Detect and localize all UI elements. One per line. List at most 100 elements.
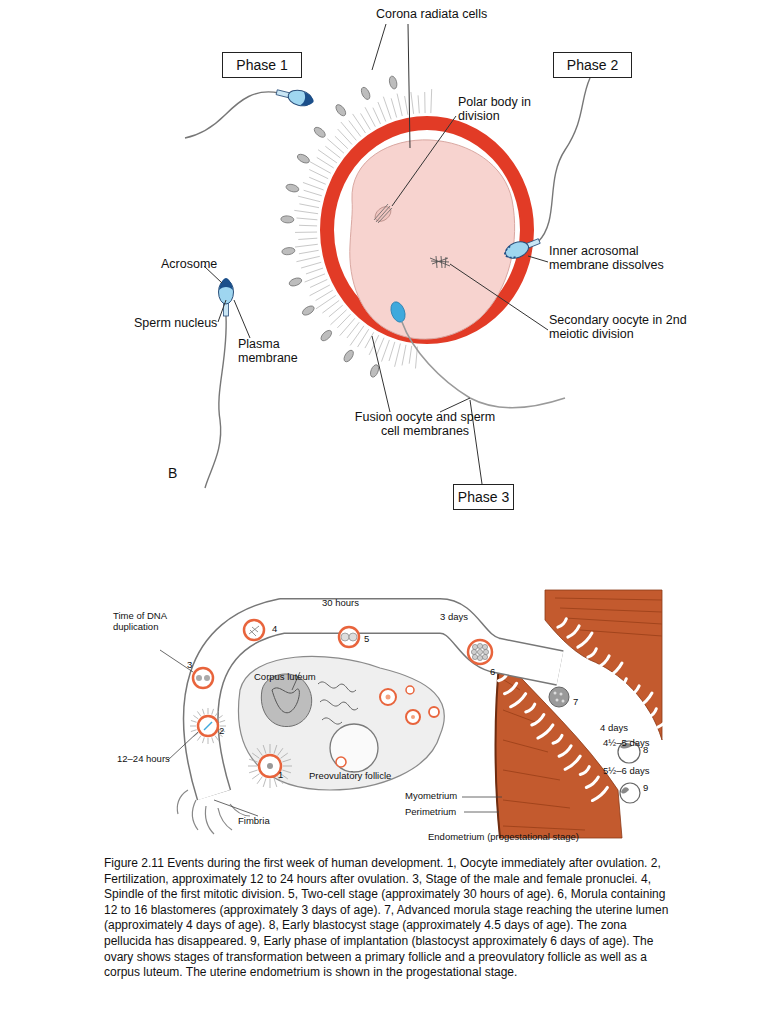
corona-cell (360, 86, 372, 101)
myometrium-texture (555, 598, 662, 636)
corona-hair (248, 766, 257, 767)
stage-3 (204, 675, 210, 681)
myometrium-texture (503, 826, 585, 830)
stage-5 (349, 633, 357, 641)
corona-hair (215, 736, 219, 741)
corona-cell (313, 125, 327, 139)
gland (558, 619, 566, 627)
part-label: Polar body in division (458, 95, 538, 124)
time-label: 4½–5 days (603, 738, 649, 749)
corona-cell (296, 152, 311, 164)
myometrium-texture (555, 598, 662, 600)
fimbria (177, 790, 250, 834)
blastomere (482, 644, 487, 649)
stage-2 (198, 716, 218, 736)
sperm-tail (538, 78, 590, 242)
part-label: Myometrium (405, 791, 457, 802)
follicle (380, 686, 439, 724)
corona-hair (397, 94, 402, 116)
sperm-in-oocyte (388, 300, 407, 324)
phase-box: Phase 2 (553, 52, 632, 78)
corona-hair (282, 770, 291, 773)
corona-hair (310, 279, 327, 287)
phase-label: Phase 3 (458, 489, 509, 505)
ovarian-vessels (318, 682, 358, 724)
part-label: Acrosome (161, 257, 217, 271)
corona-hair (299, 225, 317, 227)
stage-7 (549, 687, 569, 707)
phase-box: Phase 3 (453, 484, 514, 510)
corona-hair (402, 345, 406, 366)
phase-box: Phase 1 (222, 52, 302, 78)
corona-hair (278, 748, 283, 755)
polar-body (372, 204, 394, 225)
meiotic-spindle (430, 256, 450, 268)
myometrium-texture (565, 618, 662, 624)
callout-number: 1 (278, 770, 283, 781)
myometrium-texture (503, 680, 585, 830)
corona-hair (257, 748, 262, 755)
corona-hair (263, 745, 266, 754)
corona-hair (377, 338, 384, 355)
corona-hair (301, 262, 321, 268)
corona-cell (281, 215, 294, 223)
corona-hair (274, 745, 277, 754)
sperm-in-oocyte (402, 322, 565, 408)
gland (592, 787, 607, 800)
corona-hair (382, 340, 390, 362)
stage-5 (339, 627, 359, 647)
leader-lines (440, 398, 470, 412)
fimbria (192, 800, 198, 830)
blastomere (472, 644, 477, 649)
corona-hair (282, 759, 291, 762)
leader-lines (160, 650, 193, 672)
leader-lines (450, 264, 548, 330)
corona-hair (212, 709, 214, 715)
sperm-head (503, 239, 531, 262)
gland (505, 683, 517, 694)
follicle (380, 689, 396, 705)
blastomere (482, 654, 487, 659)
time-label: 30 hours (322, 598, 359, 609)
preovulatory-follicle (336, 757, 346, 767)
fimbria (177, 790, 188, 814)
corona-hair (202, 709, 204, 715)
leader-lines (464, 812, 499, 813)
corona-hair (218, 715, 223, 719)
corona-hair (249, 770, 258, 773)
corona-hair (341, 122, 356, 140)
leader-lines (462, 797, 502, 798)
corona-hair (274, 778, 277, 787)
corona-cell (319, 329, 333, 343)
gland (578, 633, 592, 647)
gland (586, 777, 598, 788)
gland (608, 663, 622, 677)
corona-hair (283, 766, 292, 767)
stage-5 (339, 627, 359, 647)
corona-hair (418, 95, 419, 113)
corona-hair (383, 97, 391, 120)
corona-hair (338, 129, 352, 144)
oviduct (201, 616, 560, 795)
corona-hair (353, 114, 366, 133)
polar-body (372, 204, 394, 225)
gland (568, 626, 579, 637)
follicle (411, 715, 415, 719)
stage-4 (249, 626, 259, 636)
uterine-wall (545, 590, 662, 740)
corona-hair (405, 96, 408, 115)
corona-hair (197, 736, 201, 741)
corona-hair (391, 98, 397, 117)
corona-hair (298, 238, 317, 239)
corona-hair (281, 753, 288, 758)
stage-6 (468, 640, 492, 664)
follicle (429, 707, 439, 717)
phase-label: Phase 1 (236, 57, 287, 73)
sperm-in-oocyte (388, 300, 565, 408)
gland (511, 694, 526, 707)
corona-hair (252, 774, 259, 779)
corona-cell (301, 304, 316, 317)
stage-3 (193, 668, 213, 688)
sperm-head (503, 246, 516, 260)
